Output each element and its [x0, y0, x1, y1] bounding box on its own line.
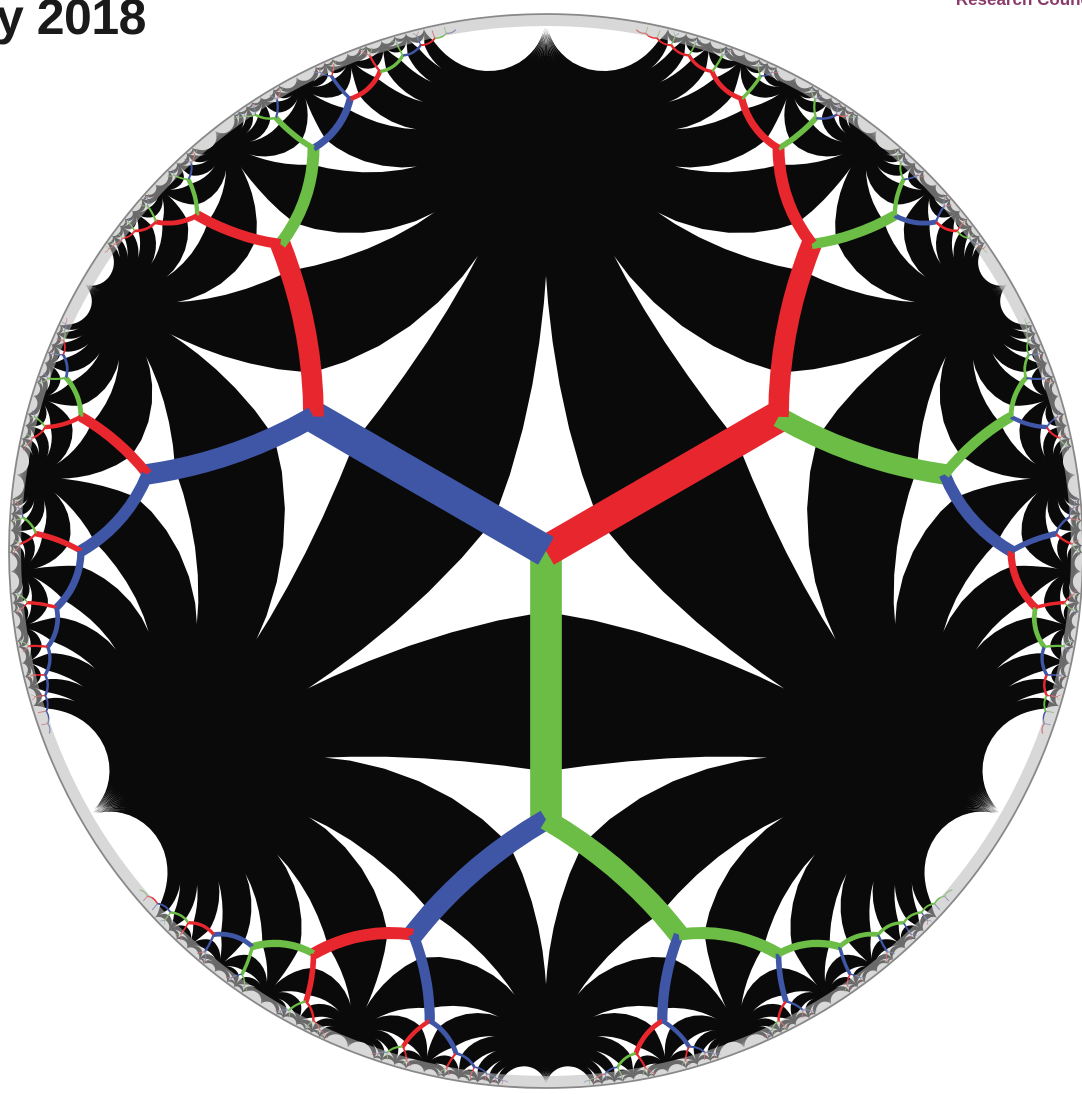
tree-edge [48, 378, 66, 379]
tree-edge [28, 646, 48, 647]
tree-edge [1044, 646, 1064, 647]
tree-edge [1026, 378, 1044, 379]
